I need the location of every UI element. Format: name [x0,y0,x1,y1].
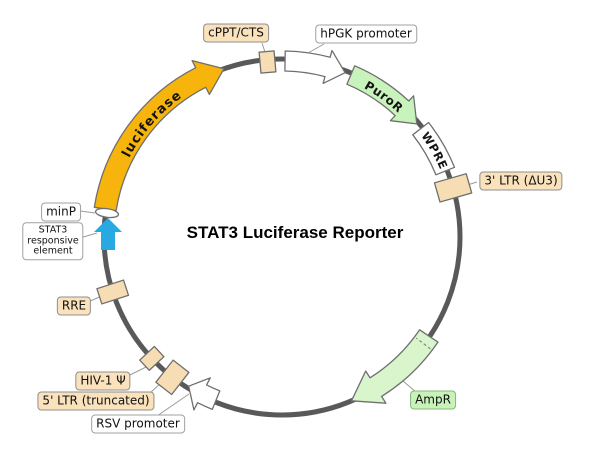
label-rre: RRE [56,296,92,316]
feature-hpgk-arrow [284,49,346,85]
feature-minp-oval [94,207,120,219]
label-hpgk-promoter: hPGK promoter [315,24,417,44]
feature-stat3-re-arrow [94,218,122,250]
feature-3ltr-block [433,173,473,203]
feature-luciferase-arrow [93,59,225,212]
leader-minp [79,210,96,214]
feature-5ltr-block [155,359,190,396]
feature-rre-block [96,279,130,305]
feature-cppt-cts-block [258,50,277,74]
leader-rsv [156,393,190,417]
page-title: STAT3 Luciferase Reporter [186,223,404,242]
leader-psi [129,365,149,376]
label-hiv1-psi: HIV-1 Ψ [75,371,131,391]
feature-hiv1-psi-block [139,345,165,371]
label-3ltr: 3' LTR (ΔU3) [479,171,563,191]
feature-wpre-band [412,121,456,176]
feature-ampr-arrow [350,329,439,404]
label-minp: minP [41,202,81,222]
label-rsv-promoter: RSV promoter [91,414,185,434]
feature-rsv-arrow [188,377,221,411]
stat3-label-line3: element [33,245,73,257]
stat3-label-line2: responsive [27,234,79,246]
label-cppt-cts: cPPT/CTS [203,23,269,43]
stat3-label-line1: STAT3 [38,224,68,236]
label-stat3-responsive-element: STAT3 responsive element [22,222,84,260]
ampr-truncation-dashes [415,337,431,350]
feature-puror-arrow [346,65,418,125]
label-5ltr: 5' LTR (truncated) [37,391,155,411]
label-ampr: AmpR [410,390,456,410]
